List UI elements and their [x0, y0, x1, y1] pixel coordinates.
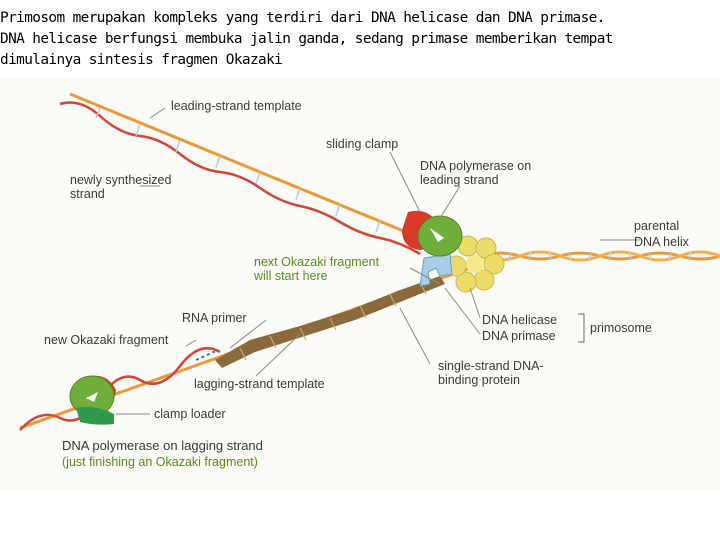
lagging-polymerase — [69, 375, 116, 425]
label-next-okazaki-1: next Okazaki fragment — [254, 255, 380, 269]
label-pol-lagging-1: DNA polymerase on lagging strand — [62, 438, 263, 453]
single-strand-binding-proteins — [215, 276, 445, 368]
label-pol-leading-1: DNA polymerase on — [420, 159, 531, 173]
label-new-okazaki: new Okazaki fragment — [44, 333, 169, 347]
parental-dna-helix — [479, 250, 720, 262]
label-parental-1: parental — [634, 219, 679, 233]
label-newly-synthesized-1: newly synthesized — [70, 173, 171, 187]
label-lagging-template: lagging-strand template — [194, 377, 325, 391]
label-clamp-loader: clamp loader — [154, 407, 226, 421]
figure-background — [0, 78, 720, 490]
label-next-okazaki-2: will start here — [253, 269, 328, 283]
caption: Primosom merupakan kompleks yang terdiri… — [0, 8, 720, 71]
label-primosome: primosome — [590, 321, 652, 335]
label-newly-synthesized-2: strand — [70, 187, 105, 201]
caption-line-3: dimulainya sintesis fragmen Okazaki — [0, 52, 283, 68]
label-rna-primer: RNA primer — [182, 311, 247, 325]
arrow-icon — [86, 392, 98, 402]
leading-polymerase — [402, 210, 463, 257]
caption-line-2: DNA helicase berfungsi membuka jalin gan… — [0, 31, 613, 47]
replication-fork-figure: leading-strand template sliding clamp ne… — [0, 78, 720, 490]
leader-lines — [116, 107, 640, 415]
label-pol-leading-2: leading strand — [420, 173, 499, 187]
label-parental-2: DNA helix — [634, 235, 690, 249]
label-dna-helicase: DNA helicase — [482, 313, 557, 327]
label-leading-strand-template: leading-strand template — [171, 99, 302, 113]
clamp-loader — [76, 406, 114, 425]
label-pol-lagging-2: (just finishing an Okazaki fragment) — [62, 455, 258, 469]
dna-helicase — [445, 235, 505, 293]
lagging-new-strand — [19, 347, 221, 431]
primosome-bracket — [578, 313, 585, 343]
label-sliding-clamp: sliding clamp — [326, 137, 398, 151]
leading-strand — [59, 92, 441, 256]
replication-fork-diagram: leading-strand template sliding clamp ne… — [0, 78, 720, 490]
label-dna-primase: DNA primase — [482, 329, 556, 343]
label-ssb-2: binding protein — [438, 373, 520, 387]
label-ssb-1: single-strand DNA- — [438, 359, 544, 373]
caption-line-1: Primosom merupakan kompleks yang terdiri… — [0, 10, 605, 26]
arrow-icon — [430, 228, 444, 242]
rna-primer — [195, 349, 219, 361]
